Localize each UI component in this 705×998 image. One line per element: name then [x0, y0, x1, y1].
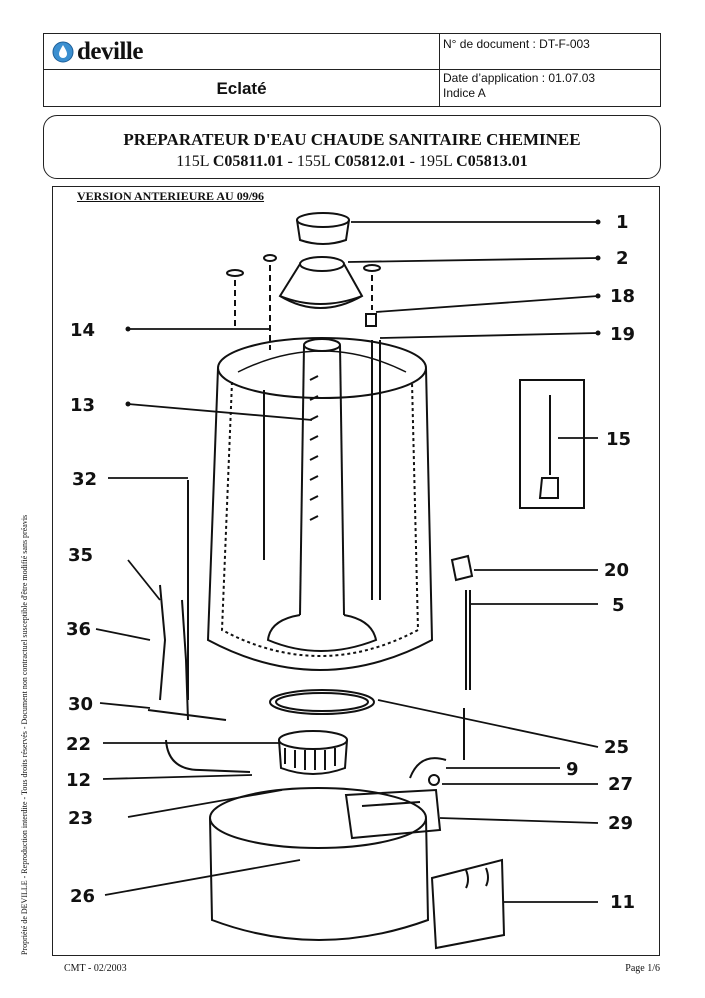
part-number-18: 18: [610, 286, 635, 307]
version-label: VERSION ANTERIEURE AU 09/96: [77, 189, 265, 203]
part-number-14: 14: [70, 320, 95, 341]
stud-cap-mid: [263, 254, 277, 262]
application-date: Date d’application : 01.07.03: [443, 71, 596, 85]
page-title: Eclaté: [216, 79, 267, 98]
part-number-22: 22: [66, 734, 91, 755]
ref-195-label: - 195L: [405, 153, 457, 170]
part-number-9: 9: [566, 759, 579, 780]
stud-cap-left: [226, 269, 244, 277]
ref-195-code: C05813.01: [456, 153, 528, 170]
part-number-5: 5: [612, 595, 625, 616]
part-11-door: [430, 858, 506, 950]
part-15-inset: [519, 379, 585, 509]
brand-name: deville: [77, 38, 143, 65]
ref-115-code: C05811.01: [212, 153, 284, 170]
part-number-15: 15: [606, 429, 631, 450]
ref-115-label: 115L: [176, 153, 213, 170]
footer-left: CMT - 02/2003: [64, 963, 127, 974]
document-header: deville Eclaté N° de document : DT-F-003…: [43, 33, 661, 107]
part-number-29: 29: [608, 813, 633, 834]
document-number: N° de document : DT-F-003: [443, 37, 590, 51]
part-12-pipe: [165, 739, 251, 773]
copyright-side-text: Propriété de DEVILLE - Reproduction inte…: [20, 514, 29, 955]
stud-cap-right: [363, 264, 381, 272]
document-date-block: Date d’application : 01.07.03 Indice A: [443, 71, 595, 101]
part-number-2: 2: [616, 248, 629, 269]
part-number-30: 30: [68, 694, 93, 715]
part-27-nut: [428, 774, 440, 786]
part-number-35: 35: [68, 545, 93, 566]
part-9-pipe: [409, 757, 447, 779]
thermostat-bulb: [159, 584, 189, 721]
product-references: 115L C05811.01 - 155L C05812.01 - 195L C…: [44, 153, 660, 171]
brand-logo: deville: [52, 38, 143, 66]
part-number-32: 32: [72, 469, 97, 490]
part-number-20: 20: [604, 560, 629, 581]
base-casing: [209, 787, 430, 941]
part-29-gas-valve: [344, 788, 442, 840]
tank-body: [206, 337, 434, 671]
part-number-23: 23: [68, 808, 93, 829]
part-13-flue: [266, 338, 378, 652]
part-number-36: 36: [66, 619, 91, 640]
part-number-25: 25: [604, 737, 629, 758]
part-18-screw: [365, 313, 377, 327]
part-number-1: 1: [616, 212, 629, 233]
part-20-valve: [450, 554, 474, 582]
footer-page-number: Page 1/6: [625, 963, 660, 974]
part-30-tube: [147, 709, 227, 721]
part-22-burner: [278, 730, 348, 775]
part-2-hood: [278, 256, 364, 309]
part-number-11: 11: [610, 892, 635, 913]
part-number-19: 19: [610, 324, 635, 345]
ref-155-label: - 155L: [283, 153, 335, 170]
ref-155-code: C05812.01: [334, 153, 406, 170]
part-number-26: 26: [70, 886, 95, 907]
document-index: Indice A: [443, 86, 486, 100]
part-number-13: 13: [70, 395, 95, 416]
product-title-box: PREPARATEUR D'EAU CHAUDE SANITAIRE CHEMI…: [43, 115, 661, 179]
gasket-ring: [269, 689, 375, 715]
droplet-logo-icon: [52, 41, 74, 63]
part-1-collar: [296, 212, 350, 245]
part-number-12: 12: [66, 770, 91, 791]
part-number-27: 27: [608, 774, 633, 795]
product-title: PREPARATEUR D'EAU CHAUDE SANITAIRE CHEMI…: [123, 130, 581, 149]
drawing-frame: [52, 186, 660, 956]
